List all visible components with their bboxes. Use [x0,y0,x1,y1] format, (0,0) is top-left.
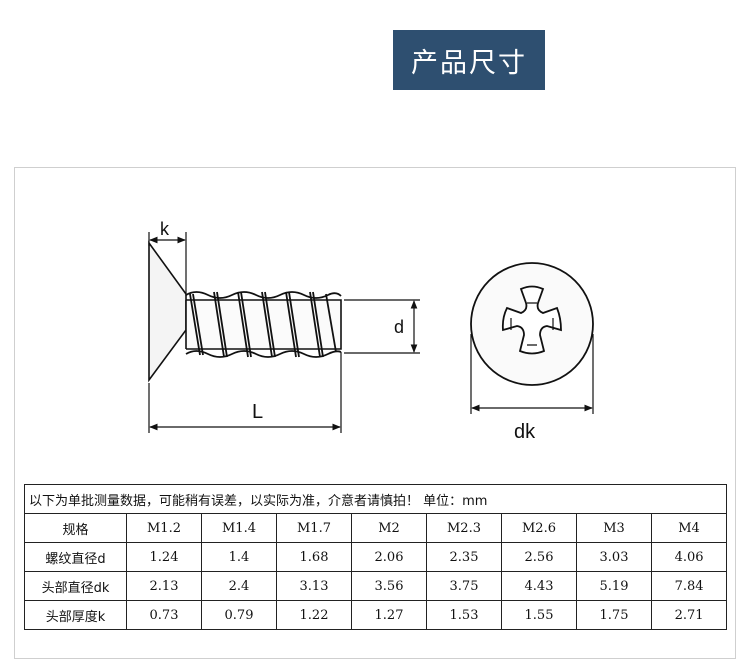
size-header: M4 [650,513,728,543]
row-label: 头部直径dk [24,571,127,601]
k-dimension [148,232,187,296]
table-cell: 3.75 [426,571,502,601]
size-header: M3 [576,513,652,543]
dk-dimension [470,334,594,414]
table-cell: 1.55 [501,600,577,630]
table-cell: 2.4 [201,571,277,601]
table-header-row: 规格 M1.2 M1.4 M1.7 M2 M2.3 M2.6 M3 M4 [24,513,728,543]
table-row: 螺纹直径d 1.24 1.4 1.68 2.06 2.35 2.56 3.03 … [24,542,728,572]
table-cell: 1.68 [276,542,352,572]
table-row: 头部直径dk 2.13 2.4 3.13 3.56 3.75 4.43 5.19… [24,571,728,601]
table-cell: 3.56 [351,571,427,601]
table-cell: 3.03 [576,542,652,572]
table-cell: 7.84 [650,571,728,601]
table-row: 头部厚度k 0.73 0.79 1.22 1.27 1.53 1.55 1.75… [24,600,728,630]
thread-coils [185,291,342,358]
table-cell: 1.75 [576,600,652,630]
table-cell: 4.06 [650,542,728,572]
table-cell: 1.27 [351,600,427,630]
table-cell: 1.22 [276,600,352,630]
spec-table: 以下为单批测量数据，可能稍有误差，以实际为准，介意者请慎拍！ 单位：mm 规格 … [23,484,728,630]
row-label: 螺纹直径d [24,542,127,572]
screw-head-top-view [470,262,594,386]
table-cell: 1.24 [126,542,202,572]
label-L: L [252,401,263,423]
table-cell: 2.06 [351,542,427,572]
L-dimension [148,352,342,433]
d-dimension [344,299,420,354]
row-label: 头部厚度k [24,600,127,630]
screw-side-view [148,240,342,383]
size-header: M2.6 [501,513,577,543]
label-d: d [394,317,404,337]
size-header: M1.7 [276,513,352,543]
table-cell: 3.13 [276,571,352,601]
dimension-panel [14,167,736,659]
table-cell: 2.35 [426,542,502,572]
size-header: M1.4 [201,513,277,543]
table-cell: 0.79 [201,600,277,630]
section-title: 产品尺寸 [393,30,545,90]
measurement-note: 以下为单批测量数据，可能稍有误差，以实际为准，介意者请慎拍！ 单位：mm [23,484,728,514]
table-cell: 1.53 [426,600,502,630]
header-label: 规格 [24,513,127,543]
size-header: M2.3 [426,513,502,543]
table-cell: 1.4 [201,542,277,572]
label-k: k [160,219,170,239]
table-cell: 4.43 [501,571,577,601]
size-header: M2 [351,513,427,543]
table-cell: 5.19 [576,571,652,601]
table-cell: 2.13 [126,571,202,601]
label-dk: dk [514,421,536,443]
phillips-cross-icon [501,285,562,355]
table-cell: 2.56 [501,542,577,572]
table-cell: 2.71 [650,600,728,630]
size-header: M1.2 [126,513,202,543]
table-cell: 0.73 [126,600,202,630]
